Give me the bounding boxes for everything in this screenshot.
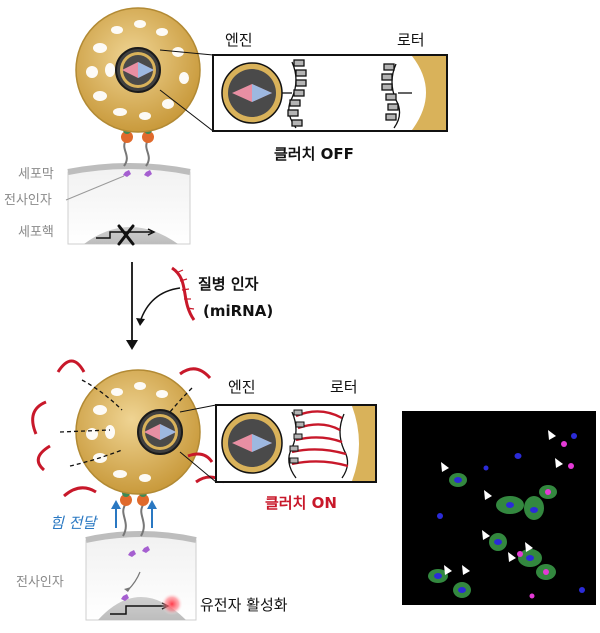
bottom-panel: 엔진 로터 클러치 ON 힘 전달 전사인자 유전자 활성화 [16, 359, 377, 621]
active-gene-arrow [110, 605, 166, 615]
mirna-icon [171, 266, 196, 321]
top-nucleus [84, 227, 178, 244]
gene-activation-glow [161, 593, 183, 615]
top-nanocage [75, 7, 201, 133]
cell-membrane-line [67, 163, 191, 175]
bottom-inset [215, 404, 377, 483]
engine-dna [282, 59, 307, 129]
bottom-cell [85, 531, 197, 621]
force-arrows [111, 500, 157, 528]
disease-factor-sub: (miRNA) [203, 302, 273, 320]
bottom-rotor-label: 로터 [330, 378, 358, 396]
top-rotor-label: 로터 [397, 31, 425, 49]
bottom-engine-label: 엔진 [228, 378, 256, 396]
label-transcription-factor: 전사인자 [4, 193, 52, 208]
rotor-wall [412, 56, 446, 130]
blocked-x-icon [117, 224, 135, 246]
bottom-clutch-state: 클러치 ON [265, 494, 337, 512]
transcription-factor-marker [123, 170, 131, 177]
top-clutch-state: 클러치 OFF [274, 145, 354, 163]
top-cell [67, 163, 191, 246]
top-panel: 엔진 로터 클러치 OFF 세포막 전사인자 세포핵 [4, 7, 448, 246]
force-transfer-label: 힘 전달 [50, 514, 98, 532]
gene-activation-label: 유전자 활성화 [200, 596, 288, 614]
anchor-bead [142, 131, 154, 143]
engaged-dna [288, 409, 349, 479]
microscopy-arrows [441, 430, 563, 575]
microscopy-image [402, 411, 596, 605]
gene-promoter-arrow [96, 231, 152, 239]
disease-factor-title: 질병 인자 [198, 275, 259, 293]
label-cell-membrane: 세포막 [18, 167, 54, 182]
bottom-nanocage [59, 369, 201, 495]
middle-transition: 질병 인자 (miRNA) [126, 262, 273, 350]
rotor-dna [381, 63, 412, 129]
anchor-bead [121, 131, 133, 143]
top-engine-label: 엔진 [225, 31, 253, 49]
top-inset [212, 54, 448, 132]
label-nucleus: 세포핵 [18, 225, 54, 240]
bottom-transcription-factor-label: 전사인자 [16, 575, 64, 590]
merge-arrow [139, 287, 181, 323]
